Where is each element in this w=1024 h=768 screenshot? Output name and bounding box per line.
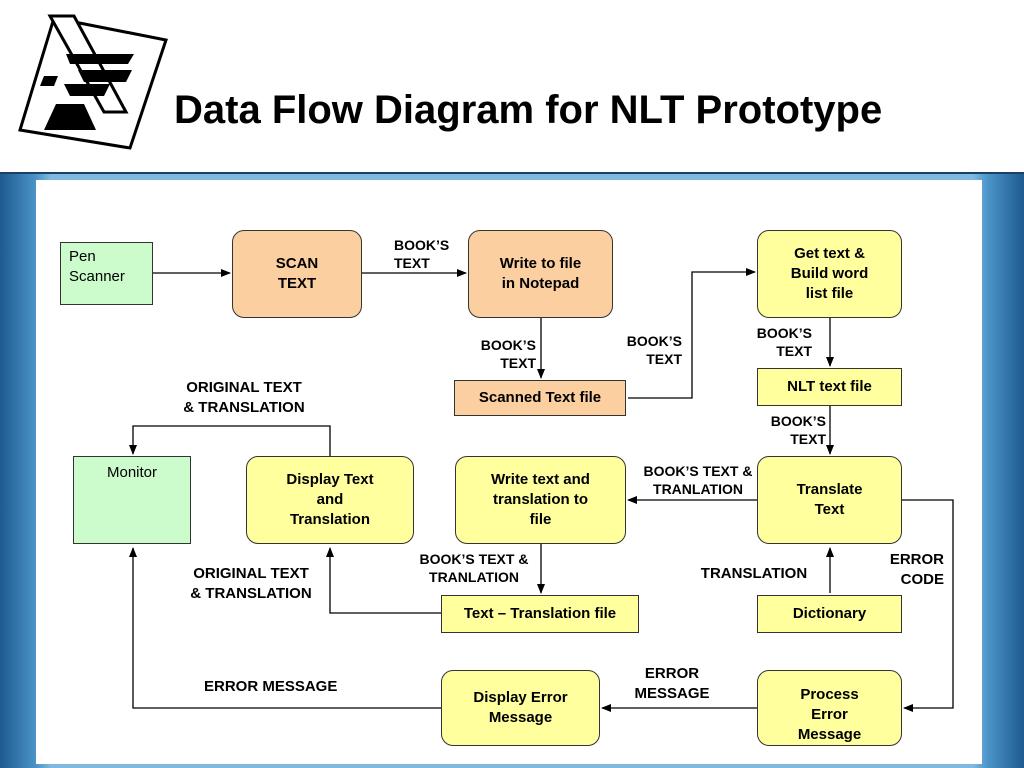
dictionary-store: Dictionary [757,595,902,633]
scanned-text-file-store: Scanned Text file [454,380,626,416]
write-notepad-process: Write to file in Notepad [468,230,613,318]
display-error-process: Display Error Message [441,670,600,746]
label-dictionary-to-translate: TRANSLATION [700,565,808,582]
translate-text-process: Translate Text [757,456,902,544]
write-translation-process: Write text and translation to file [455,456,626,544]
get-text-process: Get text & Build word list file [757,230,902,318]
flow-scanned-to-gettext [628,268,756,399]
diagram-canvas: Pen Scanner SCAN TEXT Write to file in N… [36,180,982,764]
label-ttfile-to-display: ORIGINAL TEXT & TRANSLATION [190,565,312,602]
nlt-logo-icon [14,12,174,157]
page-title: Data Flow Diagram for NLT Prototype [174,88,883,132]
flow-arrows [129,268,954,712]
flow-display-to-monitor [129,425,331,456]
label-error-message-right: ERROR MESSAGE [634,665,710,702]
scan-text-process: SCAN TEXT [232,230,362,318]
flow-ttfile-to-display [326,547,441,614]
label-notepad-to-scanned: BOOK’S TEXT [480,337,536,371]
nlt-text-file-store: NLT text file [757,368,902,406]
label-translate-to-write: BOOK’S TEXT & TRANLATION [643,463,753,497]
flow-display-error-to-monitor [129,547,441,709]
label-scanned-to-gettext: BOOK’S TEXT [626,333,682,367]
label-error-code: ERROR CODE [889,551,944,588]
label-write-to-ttfile: BOOK’S TEXT & TRANLATION [419,551,529,585]
flow-translate-to-process-error [902,499,954,712]
label-error-message-left: ERROR MESSAGE [204,678,338,695]
process-error-process: Process Error Message [757,670,902,746]
text-translation-file-store: Text – Translation file [441,595,639,633]
label-display-to-monitor: ORIGINAL TEXT & TRANSLATION [183,379,305,416]
pen-scanner-node: Pen Scanner [60,242,153,305]
label-gettext-to-nlt: BOOK’S TEXT [756,325,812,359]
label-scan-to-notepad: BOOK’S TEXT [394,237,450,271]
monitor-node: Monitor [73,456,191,544]
label-nlt-to-translate: BOOK’S TEXT [770,413,826,447]
display-text-process: Display Text and Translation [246,456,414,544]
header-bar: Data Flow Diagram for NLT Prototype [0,0,1024,174]
